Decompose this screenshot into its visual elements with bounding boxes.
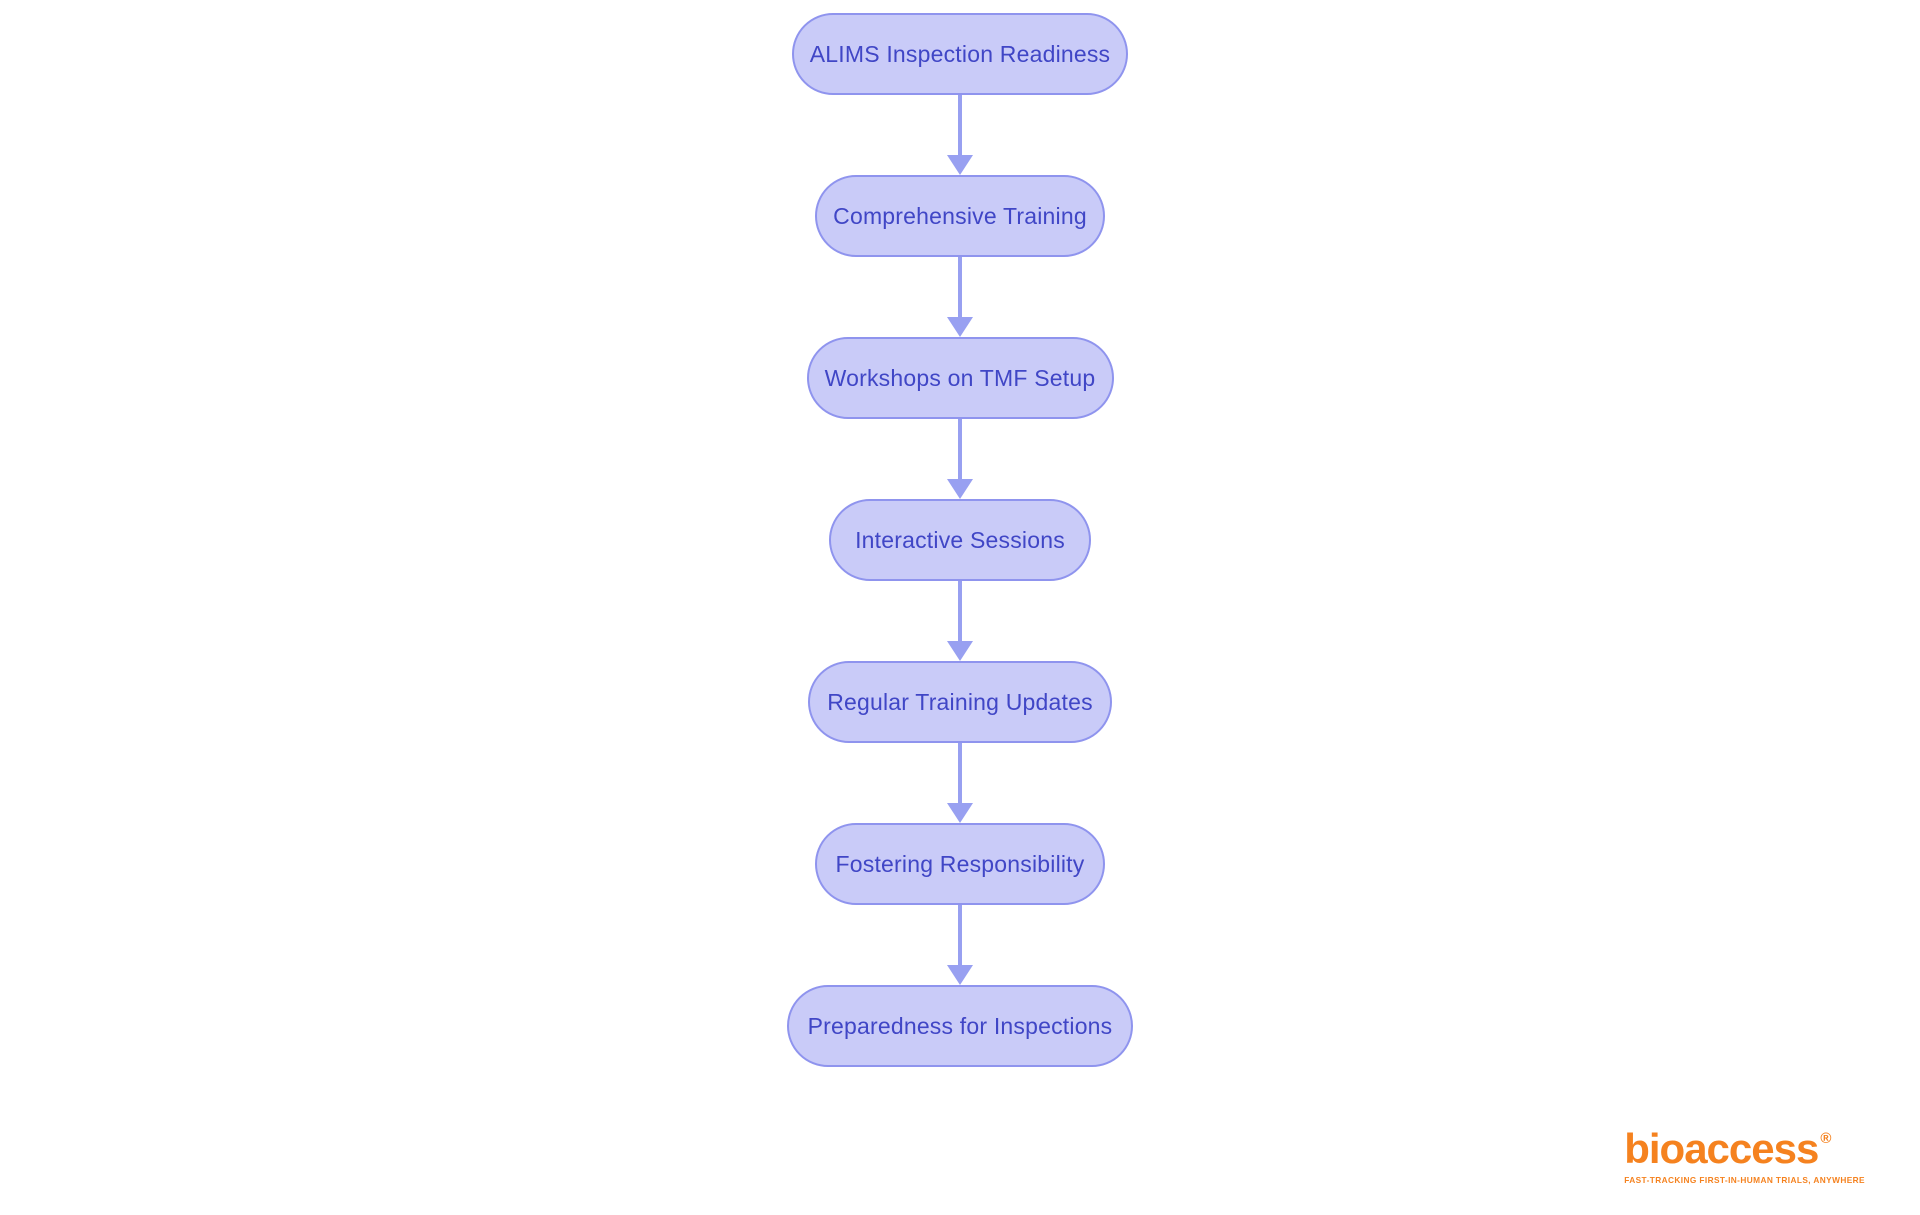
arrow-shaft	[958, 905, 962, 965]
bioaccess-logo: bioaccess® FAST-TRACKING FIRST-IN-HUMAN …	[1624, 1128, 1865, 1186]
flow-node-label: Preparedness for Inspections	[807, 1012, 1113, 1039]
flow-node-label: Workshops on TMF Setup	[824, 364, 1096, 391]
flow-node-fostering-responsibility: Fostering Responsibility	[815, 823, 1105, 905]
arrow-shaft	[958, 419, 962, 479]
flow-node-label: Interactive Sessions	[855, 526, 1065, 553]
flow-node-regular-training-updates: Regular Training Updates	[808, 661, 1112, 743]
flow-node-label: Comprehensive Training	[833, 202, 1087, 229]
arrow-head-icon	[947, 641, 973, 661]
arrow-head-icon	[947, 965, 973, 985]
flow-node-label: ALIMS Inspection Readiness	[809, 40, 1111, 67]
flow-arrow	[947, 257, 973, 337]
bioaccess-brand-text: bioaccess	[1624, 1125, 1819, 1172]
flow-node-label: Regular Training Updates	[827, 688, 1093, 715]
arrow-head-icon	[947, 317, 973, 337]
bioaccess-tagline: FAST-TRACKING FIRST-IN-HUMAN TRIALS, ANY…	[1624, 1175, 1865, 1185]
flow-node-alims-inspection-readiness: ALIMS Inspection Readiness	[791, 13, 1129, 95]
flow-node-label: Fostering Responsibility	[835, 850, 1085, 877]
flow-arrow	[947, 905, 973, 985]
flow-arrow	[947, 581, 973, 661]
arrow-shaft	[958, 743, 962, 803]
arrow-head-icon	[947, 803, 973, 823]
flowchart: ALIMS Inspection Readiness Comprehensive…	[0, 13, 1920, 1067]
flow-arrow	[947, 95, 973, 175]
arrow-head-icon	[947, 479, 973, 499]
registered-trademark-icon: ®	[1820, 1130, 1832, 1147]
arrow-shaft	[958, 95, 962, 155]
flow-arrow	[947, 743, 973, 823]
flow-node-workshops-on-tmf-setup: Workshops on TMF Setup	[806, 337, 1114, 419]
arrow-head-icon	[947, 155, 973, 175]
flow-node-comprehensive-training: Comprehensive Training	[815, 175, 1105, 257]
arrow-shaft	[958, 257, 962, 317]
flow-arrow	[947, 419, 973, 499]
bioaccess-wordmark: bioaccess®	[1624, 1128, 1865, 1170]
flow-node-preparedness-for-inspections: Preparedness for Inspections	[787, 985, 1133, 1067]
arrow-shaft	[958, 581, 962, 641]
flow-node-interactive-sessions: Interactive Sessions	[829, 499, 1091, 581]
